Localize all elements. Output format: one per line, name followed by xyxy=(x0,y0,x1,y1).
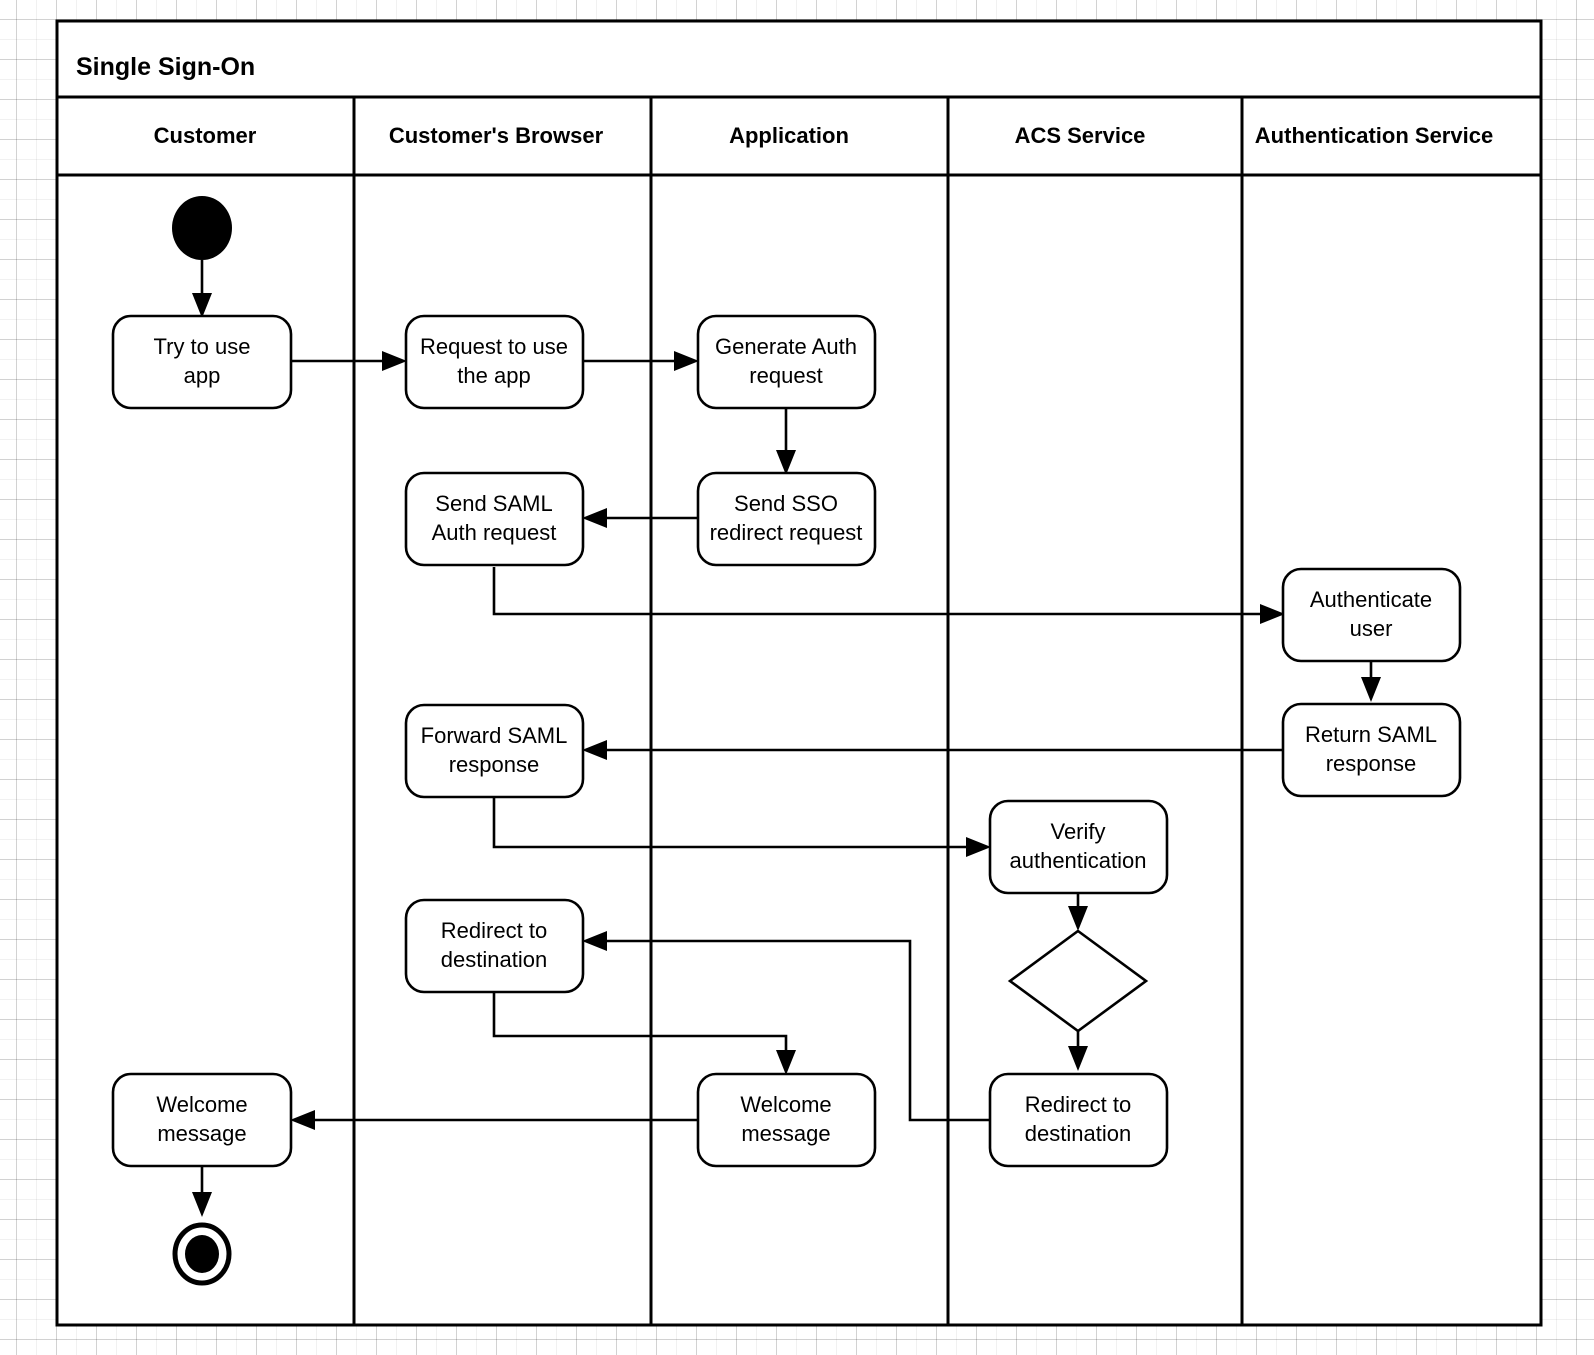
node-initial[interactable] xyxy=(172,196,232,260)
node-redirect-destination-browser-shape[interactable] xyxy=(404,898,585,994)
node-request-app-line1: Request to use xyxy=(420,334,568,359)
flow-verify-auth-to-decision xyxy=(1068,893,1088,931)
node-send-sso-redirect-request-line1: Send SSO xyxy=(734,491,838,516)
node-verify-authentication[interactable]: Verify authentication xyxy=(988,799,1169,895)
node-forward-saml-response-line1: Forward SAML xyxy=(421,723,568,748)
node-forward-saml-response[interactable]: Forward SAML response xyxy=(404,703,585,799)
node-send-sso-redirect-request-shape[interactable] xyxy=(696,471,877,567)
flow-request-app-to-generate-auth xyxy=(583,351,699,371)
node-generate-auth-request[interactable]: Generate Auth request xyxy=(696,314,877,410)
node-generate-auth-request-line1: Generate Auth xyxy=(715,334,857,359)
node-redirect-destination-acs[interactable]: Redirect to destination xyxy=(988,1072,1169,1168)
lane-title-acs: ACS Service xyxy=(1015,123,1146,148)
flow-send-saml-to-authenticate-user xyxy=(492,567,1285,624)
flow-redirect-browser-to-welcome-app xyxy=(492,992,796,1075)
node-welcome-message-application[interactable]: Welcome message xyxy=(696,1072,877,1168)
initial-node-circle[interactable] xyxy=(172,196,232,260)
node-redirect-destination-acs-shape[interactable] xyxy=(988,1072,1169,1168)
node-authenticate-user[interactable]: Authenticate user xyxy=(1281,567,1462,663)
flow-send-sso-to-send-saml xyxy=(582,508,697,528)
node-try-use-app-line1: Try to use xyxy=(154,334,251,359)
flow-welcome-app-to-welcome-customer xyxy=(290,1110,697,1130)
node-verify-authentication-line2: authentication xyxy=(1010,848,1147,873)
flow-return-saml-to-forward-saml xyxy=(582,740,1283,760)
lane-title-browser: Customer's Browser xyxy=(389,123,604,148)
lane-titles: Customer Customer's Browser Application … xyxy=(154,123,1494,148)
node-redirect-destination-browser-line2: destination xyxy=(441,947,547,972)
node-final[interactable] xyxy=(172,1222,232,1286)
node-authenticate-user-line2: user xyxy=(1350,616,1393,641)
flow-welcome-customer-to-end xyxy=(192,1167,212,1217)
node-verify-authentication-shape[interactable] xyxy=(988,799,1169,895)
lane-title-customer: Customer xyxy=(154,123,257,148)
node-welcome-message-customer-line1: Welcome xyxy=(156,1092,247,1117)
node-send-saml-auth-request-line1: Send SAML xyxy=(435,491,552,516)
node-welcome-message-customer-line2: message xyxy=(157,1121,246,1146)
node-send-saml-auth-request-shape[interactable] xyxy=(404,471,585,567)
flow-decision-to-redirect-acs xyxy=(1068,1031,1088,1071)
node-welcome-message-customer[interactable]: Welcome message xyxy=(111,1072,293,1168)
node-verify-authentication-line1: Verify xyxy=(1050,819,1105,844)
node-redirect-destination-browser[interactable]: Redirect to destination xyxy=(404,898,585,994)
control-flows xyxy=(192,260,1381,1217)
node-send-saml-auth-request-line2: Auth request xyxy=(432,520,557,545)
node-request-app-shape[interactable] xyxy=(404,314,585,410)
lane-title-auth: Authentication Service xyxy=(1255,123,1493,148)
flow-start-to-try-use-app xyxy=(192,260,212,318)
node-redirect-destination-browser-line1: Redirect to xyxy=(441,918,547,943)
node-try-use-app-shape[interactable] xyxy=(111,314,293,410)
node-return-saml-response-line1: Return SAML xyxy=(1305,722,1437,747)
node-try-use-app[interactable]: Try to use app xyxy=(111,314,293,410)
final-node-inner-disc xyxy=(185,1235,219,1273)
node-decision[interactable] xyxy=(1007,929,1149,1033)
node-try-use-app-line2: app xyxy=(184,363,221,388)
node-send-saml-auth-request[interactable]: Send SAML Auth request xyxy=(404,471,585,567)
node-authenticate-user-shape[interactable] xyxy=(1281,567,1462,663)
node-return-saml-response[interactable]: Return SAML response xyxy=(1281,702,1462,798)
node-welcome-message-customer-shape[interactable] xyxy=(111,1072,293,1168)
node-send-sso-redirect-request-line2: redirect request xyxy=(710,520,863,545)
node-return-saml-response-shape[interactable] xyxy=(1281,702,1462,798)
flow-try-use-app-to-request-app xyxy=(291,351,407,371)
flow-redirect-acs-to-redirect-browser xyxy=(582,931,990,1122)
lane-title-application: Application xyxy=(729,123,849,148)
node-decision-shape[interactable] xyxy=(1007,929,1149,1033)
flow-forward-saml-to-verify-auth xyxy=(492,797,991,857)
node-redirect-destination-acs-line2: destination xyxy=(1025,1121,1131,1146)
node-generate-auth-request-line2: request xyxy=(749,363,822,388)
node-redirect-destination-acs-line1: Redirect to xyxy=(1025,1092,1131,1117)
node-generate-auth-request-shape[interactable] xyxy=(696,314,877,410)
node-forward-saml-response-shape[interactable] xyxy=(404,703,585,799)
node-request-app-line2: the app xyxy=(457,363,530,388)
node-request-app[interactable]: Request to use the app xyxy=(404,314,585,410)
flow-authenticate-user-to-return-saml xyxy=(1361,661,1381,702)
node-welcome-message-application-shape[interactable] xyxy=(696,1072,877,1168)
flow-generate-auth-to-send-sso xyxy=(776,408,796,475)
node-return-saml-response-line2: response xyxy=(1326,751,1417,776)
node-send-sso-redirect-request[interactable]: Send SSO redirect request xyxy=(696,471,877,567)
node-forward-saml-response-line2: response xyxy=(449,752,540,777)
node-authenticate-user-line1: Authenticate xyxy=(1310,587,1432,612)
node-welcome-message-application-line2: message xyxy=(741,1121,830,1146)
node-welcome-message-application-line1: Welcome xyxy=(740,1092,831,1117)
pool-title: Single Sign-On xyxy=(76,53,255,81)
